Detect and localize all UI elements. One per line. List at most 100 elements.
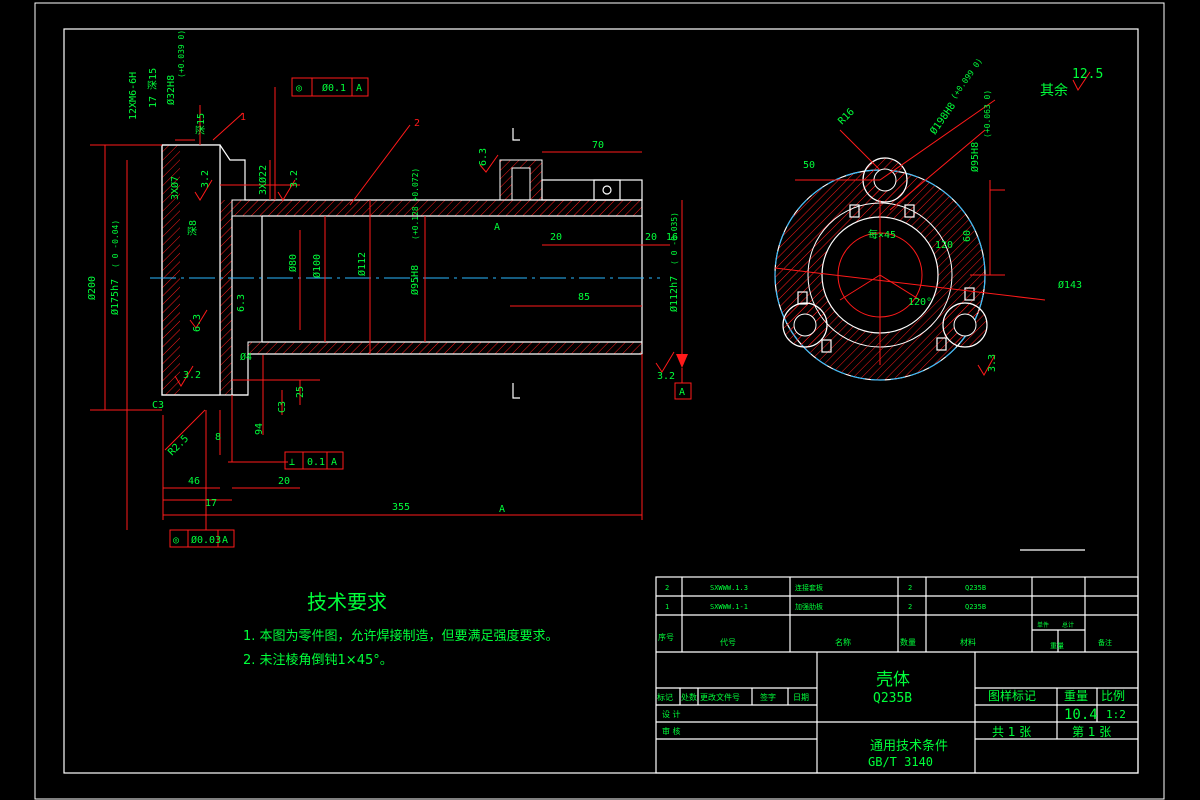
- dim-shen: 深8: [187, 220, 199, 236]
- weight-value: 10.4: [1064, 707, 1098, 723]
- dim-60: 60: [962, 230, 973, 242]
- roughness-32a: 3.2: [200, 170, 211, 188]
- bom-header-weight: 重量: [1050, 642, 1064, 650]
- total-sheets: 共 1 张: [992, 725, 1031, 739]
- title-block: [655, 576, 1139, 774]
- dim-r16: R16: [836, 107, 857, 128]
- roughness-32d: 3.2: [657, 371, 675, 382]
- tol1-symbol: ◎: [296, 83, 302, 94]
- side-view: [774, 71, 1091, 381]
- dim-50: 50: [803, 160, 815, 171]
- bom-row-code: SXWWW.1-1: [710, 603, 748, 611]
- inner-frame: [63, 28, 1139, 774]
- tol2-ref: A: [331, 457, 337, 468]
- callout-2: 2: [414, 118, 420, 129]
- roughness-63c: 6.3: [236, 294, 247, 312]
- tol1-value: Ø0.1: [322, 82, 346, 94]
- dim-355: 355: [392, 502, 410, 513]
- dim-c3b: C3: [277, 401, 288, 413]
- dim-120-angle: 120°: [908, 297, 932, 308]
- dim-phi200: Ø200: [86, 276, 98, 300]
- review-label: 审 核: [662, 726, 681, 736]
- rev-col-count: 处数: [681, 692, 697, 702]
- tol2-value: 0.1: [307, 457, 325, 468]
- dim-phi175-tol: ( 0 -0.04): [111, 220, 120, 268]
- dim-16: 16: [666, 232, 678, 243]
- dim-c3a: C3: [152, 400, 164, 411]
- datum-a: A: [679, 387, 685, 398]
- bom-table: 2 SXWWW.1.3 连接套板 2 Q235B 1 SXWWW.1-1 加强肋…: [658, 583, 1112, 650]
- dim-phi112b-tol: ( 0 -0.035): [670, 212, 679, 265]
- bom-row-mat: Q235B: [965, 584, 986, 592]
- main-dimensions: 355 A 46 17 20 8 70 20 20 16 85 A 25 Ø20…: [86, 30, 680, 515]
- dim-20: 20: [278, 476, 290, 487]
- bom-header-name: 名称: [835, 637, 851, 647]
- sheet-number: 第 1 张: [1072, 725, 1111, 739]
- tech-req-line-2: 2. 未注棱角倒钝1×45°。: [243, 652, 393, 668]
- dim-depth: 17 深15: [147, 68, 159, 108]
- bom-row-qty: 2: [908, 584, 912, 592]
- weight-label: 重量: [1064, 689, 1088, 703]
- dim-d4: Ø4: [240, 351, 252, 363]
- bom-header-remark: 备注: [1098, 638, 1112, 647]
- bom-header-qty: 数量: [900, 637, 916, 647]
- tol1-ref: A: [356, 83, 362, 94]
- bom-row-no: 2: [665, 584, 669, 592]
- tol3-ref: A: [222, 535, 228, 546]
- roughness-32b: 3.2: [289, 170, 300, 188]
- dim-70: 70: [592, 140, 604, 151]
- design-label: 设 计: [662, 709, 681, 719]
- scale-value: 1:2: [1106, 708, 1126, 721]
- dim-17: 17: [205, 498, 217, 509]
- bom-row-qty: 2: [908, 603, 912, 611]
- spec-line-2: GB/T 3140: [868, 755, 933, 769]
- dim-phi175: Ø175h7: [109, 279, 121, 315]
- rev-col-doc: 更改文件号: [700, 692, 740, 702]
- dim-phi95-tol: (+0.128 +0.072): [411, 168, 420, 240]
- bom-row-name: 加强肋板: [795, 602, 823, 611]
- bom-header-total: 总计: [1062, 621, 1074, 629]
- tolerance-frames: ◎ Ø0.1 A ⊥ 0.1 A ◎ Ø0.03 A A: [173, 82, 685, 546]
- bom-header-no: 序号: [658, 632, 674, 642]
- spec-line-1: 通用技术条件: [870, 738, 948, 754]
- dim-side-phi95-tol: (+0.063 0): [983, 90, 992, 138]
- stage-label: 图样标记: [988, 688, 1036, 703]
- dim-deep: 深15: [195, 113, 207, 135]
- tol2-symbol: ⊥: [289, 457, 295, 468]
- rev-col-mark: 标记: [657, 692, 673, 702]
- tech-req-title: 技术要求: [307, 590, 387, 614]
- dim-phi198-tol: (+0.099 0): [949, 57, 984, 102]
- rev-col-date: 日期: [793, 693, 809, 702]
- callout-1: 1: [240, 112, 246, 123]
- dim-r25: R2.5: [166, 433, 191, 458]
- dim-phi100: Ø100: [311, 254, 323, 278]
- dim-94: 94: [254, 423, 265, 435]
- dim-phi112: Ø112: [356, 252, 368, 276]
- other-roughness-label: 其余: [1040, 82, 1068, 99]
- rev-col-sign: 签字: [760, 692, 776, 702]
- section-label-a: A: [499, 504, 505, 515]
- dim-sym: 每×45: [868, 228, 896, 241]
- roughness-32c: 3.2: [183, 370, 201, 381]
- outer-frame: [34, 2, 1165, 800]
- bom-header-mat: 材料: [960, 637, 976, 647]
- dim-8: 8: [215, 432, 221, 443]
- dim-phi95: Ø95H8: [409, 265, 421, 295]
- tol3-symbol: ◎: [173, 535, 179, 546]
- bom-row-mat: Q235B: [965, 603, 986, 611]
- bom-row-code: SXWWW.1.3: [710, 584, 748, 592]
- dim-hole: Ø32H8: [165, 75, 177, 105]
- bom-header-code: 代号: [720, 637, 736, 647]
- dim-85: 85: [578, 292, 590, 303]
- dim-thread: 12XM6-6H: [128, 72, 139, 120]
- roughness-33: 3.3: [987, 354, 998, 372]
- dim-20b: 20: [550, 232, 562, 243]
- title-block-text: 壳体 Q235B 标记 处数 更改文件号 签字 日期 设 计 审 核 通用技术条…: [657, 670, 1126, 769]
- dim-120: 120: [935, 240, 953, 251]
- roughness-63b: 6.3: [192, 314, 203, 332]
- dim-3x7: 3XØ7: [169, 176, 181, 200]
- part-name: 壳体: [876, 670, 910, 690]
- dim-46: 46: [188, 476, 200, 487]
- dim-phi112b: Ø112h7: [668, 276, 680, 312]
